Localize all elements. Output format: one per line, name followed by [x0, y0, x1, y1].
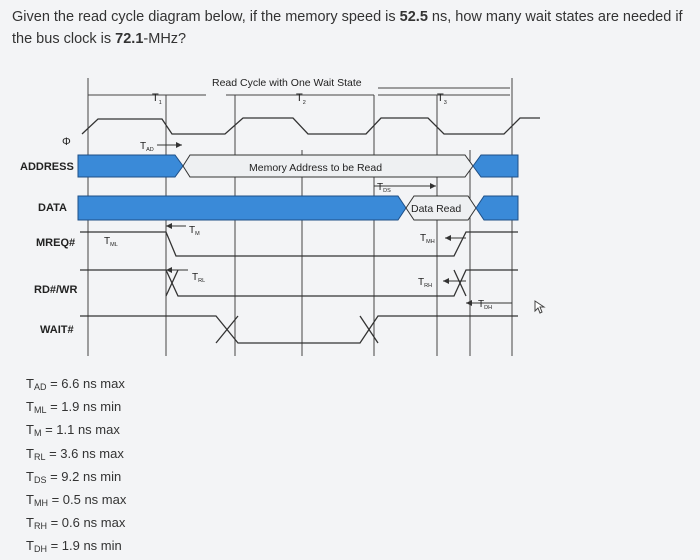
tm-mark: TM: [189, 225, 200, 237]
rdwr-waveform: [80, 269, 518, 297]
param-tm: TM = 1.1 ns max: [26, 422, 120, 439]
tdh-mark: TDH: [478, 299, 492, 311]
rdwr-waveform-cross: [165, 269, 467, 297]
wait-waveform-cross: [215, 315, 379, 344]
data-bus-before: [77, 195, 407, 221]
question-prefix: Given the read cycle diagram below, if t…: [12, 9, 400, 25]
address-bus-after: [472, 154, 519, 178]
signal-label-rdwr: RD#/WR: [34, 284, 77, 296]
signal-label-data: DATA: [38, 202, 67, 214]
cursor-icon: [534, 300, 546, 314]
address-bus-label: Memory Address to be Read: [249, 162, 382, 174]
param-tds: TDS = 9.2 ns min: [26, 468, 122, 485]
tds-mark: TDS: [377, 182, 391, 194]
tmh-arrowhead: [445, 235, 451, 241]
trl-arrowhead: [166, 267, 172, 273]
signal-label-wait: WAIT#: [40, 324, 74, 336]
state-t2-label: T2: [296, 92, 306, 106]
tmh-mark: TMH: [420, 233, 435, 245]
wait-waveform: [80, 315, 518, 344]
param-tml: TML = 1.9 ns min: [26, 399, 122, 416]
timing-diagram: Read Cycle with One Wait State T1 T2 T3 …: [20, 77, 540, 356]
clock-waveform: [81, 117, 540, 135]
param-tad: TAD = 6.6 ns max: [26, 376, 125, 392]
tml-mark: TML: [104, 236, 118, 248]
param-trh: TRH = 0.6 ns max: [26, 515, 126, 532]
param-tdh: TDH = 1.9 ns min: [26, 538, 122, 555]
signal-label-mreq: MREQ#: [36, 237, 75, 249]
state-t1-label: T1: [152, 92, 162, 106]
memory-speed-value: 52.5: [399, 9, 428, 25]
tad-arrowhead: [176, 142, 182, 148]
question-suffix: -MHz?: [143, 31, 187, 47]
state-brackets: [88, 87, 510, 96]
data-bus-label: Data Read: [411, 203, 461, 215]
mreq-waveform: [80, 231, 518, 257]
parameter-list: TAD = 6.6 ns max TML = 1.9 ns min TM = 1…: [26, 374, 126, 560]
question-middle: ns, how many wait states are needed if t…: [12, 9, 683, 47]
tm-arrowhead: [166, 223, 172, 229]
state-t3-label: T3: [437, 92, 447, 106]
bus-clock-value: 72.1: [115, 31, 144, 47]
tdh-arrowhead: [466, 300, 472, 306]
param-trl: TRL = 3.6 ns max: [26, 445, 124, 462]
trl-mark: TRL: [192, 272, 205, 284]
clock-phi-label: Φ: [62, 136, 71, 148]
tad-mark: TAD: [140, 141, 154, 153]
address-bus-before: [77, 154, 184, 178]
trh-mark: TRH: [418, 277, 432, 289]
data-bus-after: [475, 195, 519, 221]
question-text: Given the read cycle diagram below, if t…: [12, 6, 692, 50]
trh-arrowhead: [443, 278, 449, 284]
tds-arrowhead: [430, 183, 436, 189]
diagram-title: Read Cycle with One Wait State: [212, 77, 362, 89]
signal-label-address: ADDRESS: [20, 161, 74, 173]
param-tmh: TMH = 0.5 ns max: [26, 492, 127, 509]
